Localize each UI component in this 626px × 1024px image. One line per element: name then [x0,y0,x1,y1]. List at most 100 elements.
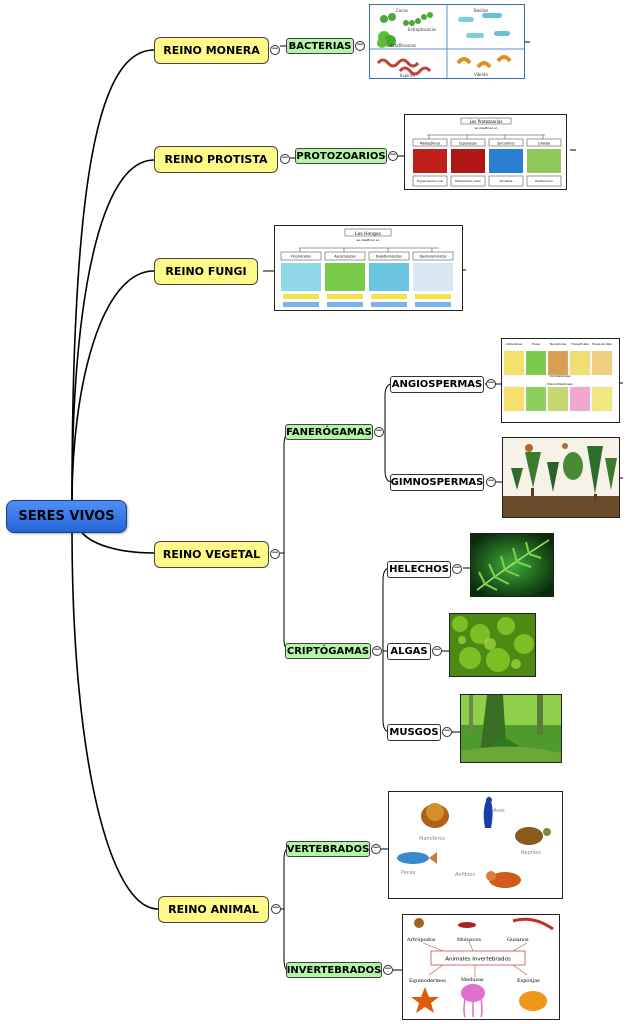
group-protozoarios[interactable]: PROTOZOARIOS [295,148,387,164]
protozoa-chart-subtitle: se clasifican en [474,126,497,130]
collapse-toggle-criptogamas[interactable]: − [372,645,382,656]
group-criptogamas[interactable]: CRIPTÓGAMAS [285,643,371,659]
protozoa-photo-0 [413,149,447,173]
invertebrate-label-moluscos: Moluscos [457,937,481,943]
conifers-image [502,437,620,518]
angio-header-3: Flores/frutos [571,342,589,346]
collapse-toggle-protista[interactable]: − [280,153,290,164]
vertebrate-label-peces: Peces [401,870,416,876]
fungi-header-3: Deuteromicetos [419,255,446,259]
collapse-toggle-vertebrados[interactable]: − [371,843,381,854]
fungi-photo-0 [281,263,321,291]
kingdom-fungi[interactable]: REINO FUNGI [154,258,258,285]
protozoa-example-2: Amoebas [499,179,513,183]
angio-cell-0-1 [525,350,547,376]
fungi-header-1: Ascomicetos [334,255,356,259]
kingdom-protista[interactable]: REINO PROTISTA [154,146,278,173]
angio-cell-1-3 [569,386,591,412]
angio-cell-1-0 [503,386,525,412]
protozoa-photo-3 [527,149,561,173]
angio-cell-0-3 [569,350,591,376]
fungi-photo-3 [413,263,453,291]
angio-cell-1-1 [525,386,547,412]
protozoa-header-3: Ciliados [538,142,551,146]
leaf-angiospermas[interactable]: ANGIOSPERMAS [390,376,484,393]
vertebrate-label-mamiferos: Mamíferos [419,835,445,842]
kingdom-animal[interactable]: REINO ANIMAL [158,896,269,923]
collapse-toggle-gimnospermas[interactable]: − [486,476,496,487]
bacteria-types-image: Cocos Bacilos Estreptococos Estafilococo… [369,4,525,79]
protozoa-example-1: Plasmodium vivax [455,179,481,183]
angio-row-label-1: Monocotiledóneas [547,382,573,386]
fern-frond-image [470,533,554,597]
collapse-toggle-vegetal[interactable]: − [270,548,280,559]
fungi-header-2: Basidiomicetos [376,255,402,259]
angio-cell-0-4 [591,350,613,376]
fungi-chart-image: Los Hongos se clasifican en Ficomicetos A… [274,225,463,311]
angio-header-1: Hojas [532,342,540,346]
leaf-helechos[interactable]: HELECHOS [387,561,451,578]
collapse-toggle-animal[interactable]: − [271,903,281,914]
collapse-toggle-fanerogamas[interactable]: − [374,426,384,437]
leaf-gimnospermas[interactable]: GIMNOSPERMAS [390,474,484,491]
angio-header-4: Haces de tallo [592,342,612,346]
angio-cell-1-2 [547,386,569,412]
moss-forest-image [460,694,562,763]
protozoa-photo-1 [451,149,485,173]
fungi-photo-1 [325,263,365,291]
kingdom-vegetal[interactable]: REINO VEGETAL [154,541,269,568]
invertebrate-center-label: Animales Invertebrados [445,957,511,963]
protozoa-header-0: Mastigóforos [420,142,441,146]
bacteria-label-vibrion: Vibrión [474,72,489,77]
vertebrate-label-anfibios: Anfibios [455,872,475,878]
collapse-toggle-musgos[interactable]: − [442,726,452,737]
leaf-algas[interactable]: ALGAS [387,643,431,660]
protozoa-header-2: Sarcodinos [497,142,515,146]
invertebrate-label-medusas: Medusas [461,977,484,983]
invertebrate-label-esponjas: Esponjas [517,978,540,984]
collapse-toggle-algas[interactable]: − [432,645,442,656]
invertebrate-label-gusanos: Gusanos [507,937,529,943]
protozoa-header-1: Esporozoos [459,142,477,146]
bacteria-label-estafilococos: Estafilococos [390,43,416,48]
angio-cell-0-2 [547,350,569,376]
group-invertebrados[interactable]: INVERTEBRADOS [286,962,382,978]
angio-header-2: Nervaduras [550,342,567,346]
collapse-toggle-bacterias[interactable]: − [355,40,365,51]
bacteria-label-espirilo: Espirilo [400,73,415,78]
protozoa-example-0: Trypanosoma cruzi [416,179,443,183]
collapse-toggle-protozoarios[interactable]: − [388,150,398,161]
fungi-chart-title: Los Hongos [355,231,382,237]
invertebrate-label-artropodos: Artrópodos [406,936,436,943]
green-algae-image [449,613,536,677]
collapse-toggle-monera[interactable]: − [270,44,280,55]
invertebrate-animals-image: Animales Invertebrados Artrópodos Molusc… [402,914,560,1020]
angio-cell-0-0 [503,350,525,376]
fungi-photo-2 [369,263,409,291]
group-vertebrados[interactable]: VERTEBRADOS [286,841,370,857]
bacteria-label-estreptococos: Estreptococos [408,27,436,32]
protozoa-example-3: Paramecium [535,179,553,183]
bacteria-label-cocos: Cocos [396,8,408,13]
group-bacterias[interactable]: BACTERIAS [286,38,354,54]
protozoa-photo-2 [489,149,523,173]
fungi-header-0: Ficomicetos [291,255,311,259]
fungi-chart-subtitle: se clasifican en [356,238,379,242]
collapse-toggle-helechos[interactable]: − [452,563,462,574]
root-node[interactable]: SERES VIVOS [6,500,127,533]
collapse-toggle-invertebrados[interactable]: − [383,964,393,975]
angio-row-label-0: Dicotiledóneas [550,374,571,378]
vertebrate-animals-image: Mamíferos Aves Reptiles Peces Anfibios [388,791,563,899]
group-fanerogamas[interactable]: FANERÓGAMAS [285,424,373,440]
kingdom-monera[interactable]: REINO MONERA [154,37,269,64]
leaf-musgos[interactable]: MUSGOS [387,724,441,741]
protozoa-chart-image: Los Protozoarios se clasifican en Mastig… [404,114,567,190]
angio-header-0: Cotiledones [506,342,523,346]
protozoa-chart-title: Los Protozoarios [470,119,503,124]
vertebrate-label-aves: Aves [493,808,505,814]
invertebrate-label-equinodermos: Equinodermos [409,978,446,984]
vertebrate-label-reptiles: Reptiles [521,850,541,856]
collapse-toggle-angiospermas[interactable]: − [486,378,496,389]
